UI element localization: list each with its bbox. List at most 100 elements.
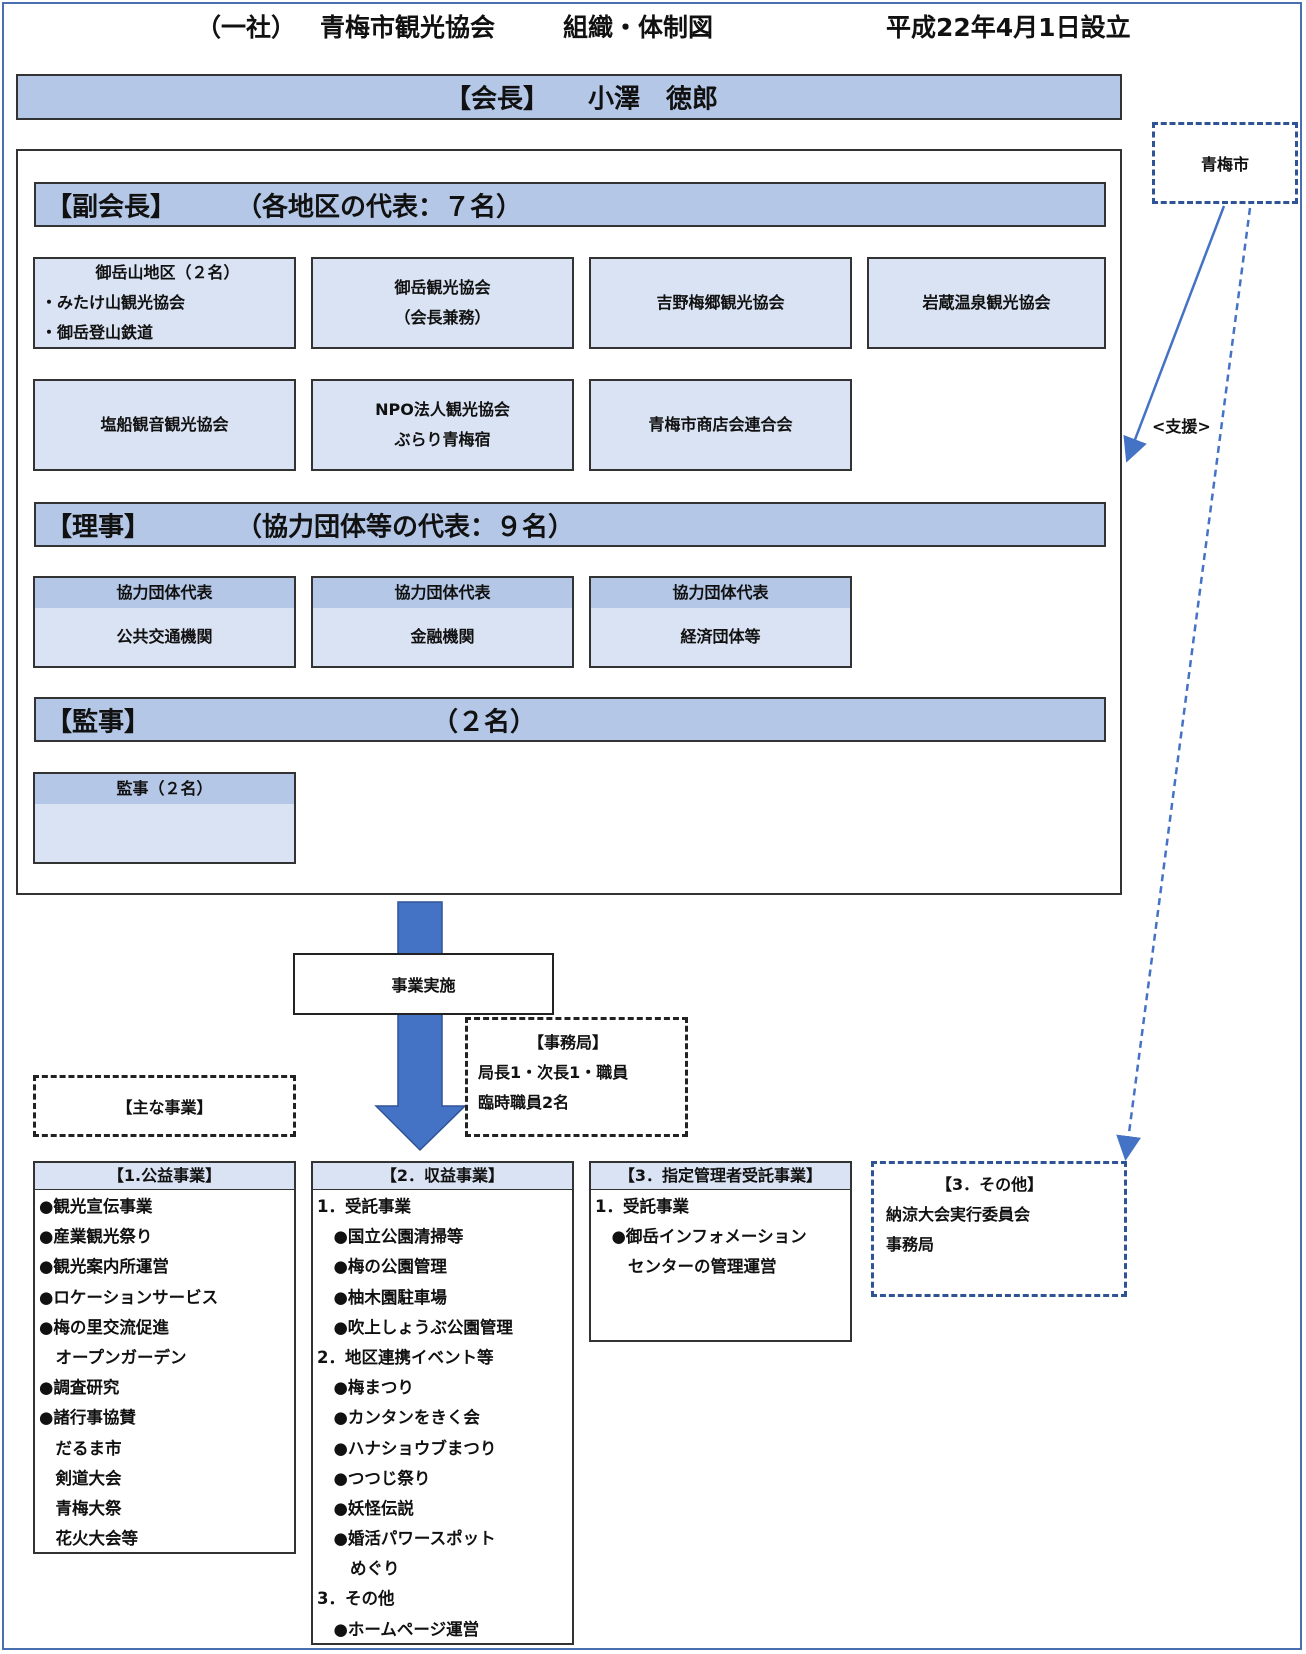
secretariat-staff: 局長1・次長1・職員 [478,1063,629,1082]
designated-manager-items: 1．受託事業 ●御岳インフォメーション センターの管理運営 [591,1190,850,1283]
list-item: 剣道大会 [39,1468,122,1488]
main-business-box: 【主な事業】 [33,1075,296,1137]
revenue-business-list: 【2．収益事業】 1．受託事業 ●国立公園清掃等 ●梅の公園管理 ●柚木園駐車場… [311,1161,574,1645]
vice-box-shiofune-name: 塩船観音観光協会 [100,415,229,434]
list-item: ●婚活パワースポット [317,1529,496,1549]
list-item: ●国立公園清掃等 [317,1227,464,1247]
vice-box-mitake: 御岳観光協会 （会長兼務） [311,257,574,349]
public-business-items: ●観光宣伝事業 ●産業観光祭り ●観光案内所運営 ●ロケーションサービス ●梅の里交流促… [35,1190,294,1554]
support-label: <支援> [1152,417,1211,436]
execution-box: 事業実施 [293,953,554,1015]
other-title: 【3．その他】 [936,1175,1044,1194]
list-item: ●ロケーションサービス [39,1287,219,1307]
director-box-economic: 協力団体代表 経済団体等 [589,576,852,668]
other-box: 【3．その他】 納涼大会実行委員会 事務局 [871,1161,1127,1297]
directors-bar: 【理事】 （協力団体等の代表：９名） [34,502,1106,547]
list-item: 1．受託事業 [317,1197,411,1216]
list-item: ●妖怪伝説 [317,1498,414,1518]
list-item: ●ホームページ運営 [317,1619,480,1639]
city-name: 青梅市 [1200,155,1249,174]
vice-box-yoshino-name: 吉野梅郷観光協会 [656,293,785,312]
secretariat-temp: 臨時職員2名 [478,1093,570,1112]
header-chart-title: 組織・体制図 [563,13,714,42]
director-box-head: 協力団体代表 [35,578,294,608]
director-box-body: 金融機関 [410,627,475,646]
other-line1: 納涼大会実行委員会 [886,1205,1031,1224]
list-item: ●産業観光祭り [39,1227,153,1247]
director-box-transport: 協力団体代表 公共交通機関 [33,576,296,668]
list-item: だるま市 [39,1438,122,1458]
vice-box-shotenkai: 青梅市商店会連合会 [589,379,852,471]
auditors-bar: 【監事】 （２名） [34,697,1106,742]
list-item: 1．受託事業 [595,1197,689,1216]
execution-label: 事業実施 [391,976,456,995]
vice-box-npo-name: NPO法人観光協会 [375,400,510,419]
vice-box-mitake-note: （会長兼務） [394,308,491,327]
header-org: （一社） [196,13,297,42]
list-item: ●吹上しょうぶ公園管理 [317,1317,513,1337]
public-business-title: 【1.公益事業】 [35,1163,294,1190]
vice-box-yoshino: 吉野梅郷観光協会 [589,257,852,349]
list-item: ●カンタンをきく会 [317,1408,480,1428]
auditors-note: （２名） [432,707,537,737]
vice-box-iwakura: 岩蔵温泉観光協会 [867,257,1106,349]
revenue-business-title: 【2．収益事業】 [313,1163,572,1190]
director-box-head: 協力団体代表 [591,578,850,608]
list-item: ●梅まつり [317,1378,414,1398]
vice-box-mitakesan-title: 御岳山地区（２名） [95,263,240,282]
other-line2: 事務局 [886,1235,935,1254]
header-established: 平成22年4月1日設立 [886,13,1131,42]
secretariat-box: 【事務局】 局長1・次長1・職員 臨時職員2名 [465,1017,688,1137]
list-item: ●ハナショウブまつり [317,1438,497,1458]
directors-label: 【理事】 [46,512,151,542]
vice-box-mitakesan: 御岳山地区（２名） ・みたけ山観光協会 ・御岳登山鉄道 [33,257,296,349]
list-item: ●諸行事協賛 [39,1408,136,1428]
main-business-label: 【主な事業】 [116,1098,213,1117]
auditors-label: 【監事】 [46,707,151,737]
list-item: 3．その他 [317,1589,395,1609]
auditor-box-head: 監事（２名） [35,774,294,804]
director-box-body: 公共交通機関 [116,627,213,646]
list-item: オープンガーデン [39,1347,187,1367]
header-name: 青梅市観光協会 [320,13,496,42]
list-item: 花火大会等 [39,1529,139,1549]
vice-president-bar: 【副会長】 （各地区の代表：７名） [34,182,1106,227]
list-item: ●観光宣伝事業 [39,1197,153,1216]
list-item: 2．地区連携イベント等 [317,1347,494,1367]
list-item: 青梅大祭 [39,1498,122,1518]
vice-president-note: （各地区の代表：７名） [236,192,523,222]
list-item: ●調査研究 [39,1378,120,1398]
designated-manager-list: 【3．指定管理者受託事業】 1．受託事業 ●御岳インフォメーション センターの管… [589,1161,852,1342]
revenue-business-items: 1．受託事業 ●国立公園清掃等 ●梅の公園管理 ●柚木園駐車場 ●吹上しょうぶ公… [313,1190,572,1645]
city-box: 青梅市 [1152,122,1298,204]
vice-box-npo: NPO法人観光協会 ぶらり青梅宿 [311,379,574,471]
list-item: めぐり [317,1559,400,1579]
president-bar: 【会長】 小澤 徳郎 [16,74,1122,120]
director-box-head: 協力団体代表 [313,578,572,608]
list-item: センターの管理運営 [595,1257,777,1277]
list-item: ●梅の公園管理 [317,1257,447,1277]
vice-box-shotenkai-name: 青梅市商店会連合会 [648,415,793,434]
list-item: ●柚木園駐車場 [317,1287,447,1307]
vice-box-iwakura-name: 岩蔵温泉観光協会 [922,293,1051,312]
list-item: ●梅の里交流促進 [39,1317,169,1337]
vice-box-mitakesan-item: ・御岳登山鉄道 [41,323,154,342]
vice-box-shiofune: 塩船観音観光協会 [33,379,296,471]
vice-box-mitake-name: 御岳観光協会 [394,278,491,297]
vice-box-npo-name2: ぶらり青梅宿 [394,430,491,449]
president-label: 【会長】 [445,84,550,115]
secretariat-title: 【事務局】 [528,1033,609,1052]
list-item: ●御岳インフォメーション [595,1227,807,1247]
president-name: 小澤 徳郎 [588,84,719,115]
vice-box-mitakesan-item: ・みたけ山観光協会 [41,293,186,312]
public-business-list: 【1.公益事業】 ●観光宣伝事業 ●産業観光祭り ●観光案内所運営 ●ロケーションサー… [33,1161,296,1554]
list-item: ●つつじ祭り [317,1468,431,1488]
director-box-body: 経済団体等 [680,627,761,646]
director-box-finance: 協力団体代表 金融機関 [311,576,574,668]
vice-president-label: 【副会長】 [46,192,177,222]
auditor-box: 監事（２名） [33,772,296,864]
designated-manager-title: 【3．指定管理者受託事業】 [591,1163,850,1190]
directors-note: （協力団体等の代表：９名） [236,512,575,542]
list-item: ●観光案内所運営 [39,1257,169,1277]
